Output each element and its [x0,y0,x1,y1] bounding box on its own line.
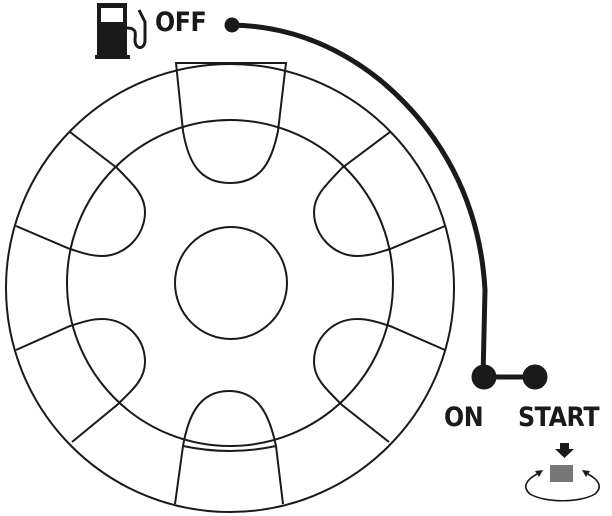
hub-circle [174,226,288,340]
rotation-arc [231,22,488,378]
start-label: START [518,402,600,433]
start-position-dot[interactable] [522,364,548,390]
off-position-dot[interactable] [224,17,240,33]
lower-left-notch [15,317,147,443]
upper-left-notch [15,131,147,258]
inner-ring [66,119,394,447]
outer-ring [5,63,455,513]
on-position-dot[interactable] [471,364,497,390]
upper-right-notch [312,131,446,258]
position-track [224,17,548,390]
bottom-notch [174,389,284,505]
rotate-icon [525,465,600,502]
key-slot [550,465,573,482]
key-dial [5,62,455,513]
down-arrow-icon [555,443,574,458]
off-label: OFF [155,7,207,38]
top-notch [174,62,288,185]
lower-right-notch [312,317,446,443]
fuel-pump-icon [95,3,147,59]
on-label: ON [444,402,484,433]
